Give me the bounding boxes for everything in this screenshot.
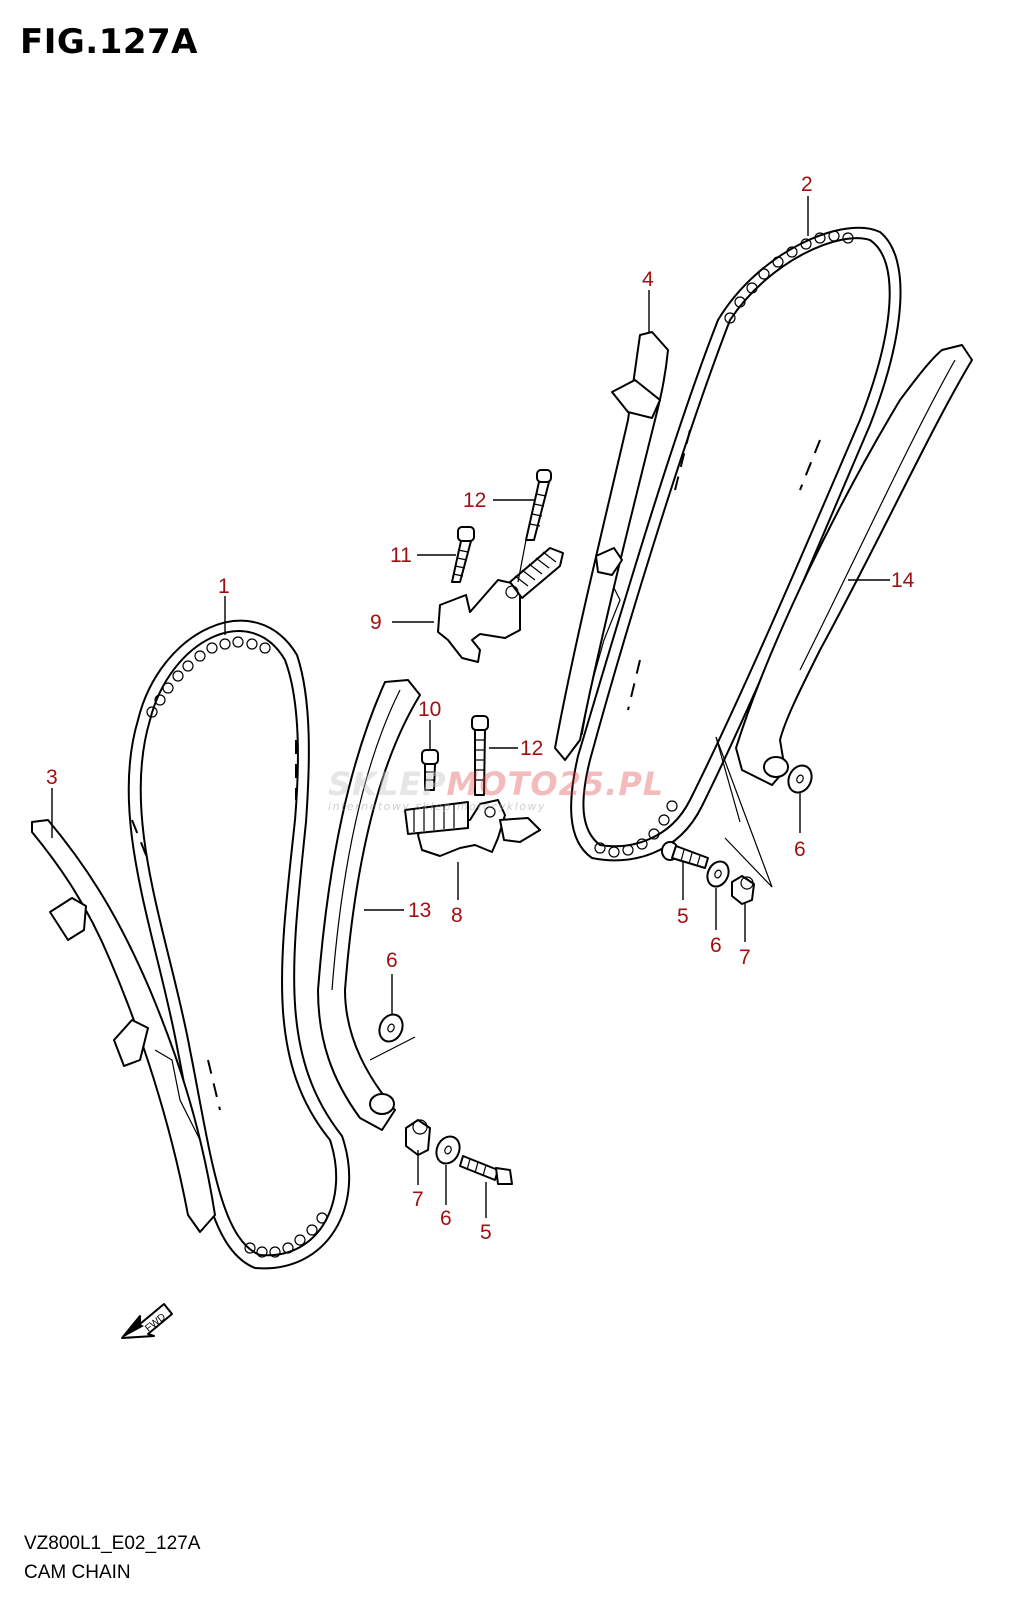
figure-name: CAM CHAIN [24, 1562, 131, 1583]
tensioner-9 [437, 547, 564, 663]
callout-2: 2 [801, 173, 813, 196]
callout-12-upper: 12 [463, 489, 486, 512]
leader-lines [51, 196, 890, 1218]
washer-6-left-lower [435, 1135, 461, 1165]
chain-links-bottom-right [594, 800, 678, 858]
callout-1: 1 [218, 575, 230, 598]
tensioner-guide-14 [735, 344, 973, 786]
callout-10: 10 [418, 698, 441, 721]
figure-code: VZ800L1_E02_127A [24, 1533, 201, 1554]
callout-6-left-lower: 6 [440, 1207, 452, 1230]
washer-6-right-lower [706, 860, 730, 888]
callout-9: 9 [370, 611, 382, 634]
bolt-12-upper [517, 469, 552, 583]
bolt-12-lower [471, 715, 489, 796]
chain-guide-3 [31, 819, 216, 1233]
collar-7-right [731, 875, 755, 905]
callout-13: 13 [408, 899, 431, 922]
forward-direction-arrow: FWD [121, 1303, 173, 1339]
callout-6-left-upper: 6 [386, 949, 398, 972]
callout-7-right: 7 [739, 946, 751, 969]
tensioner-8 [404, 799, 541, 857]
tensioner-guide-13 [317, 679, 421, 1131]
bolt-5-right [661, 841, 709, 869]
cam-chain-right [570, 226, 902, 862]
watermark: SKLEPMOTO25.PL [328, 765, 664, 803]
bolt-11 [451, 526, 475, 583]
callout-4: 4 [642, 268, 654, 291]
chain-guide-4 [554, 331, 669, 761]
callout-14: 14 [891, 569, 915, 592]
cam-chain-left [127, 619, 351, 1270]
bolt-5-left [459, 1155, 513, 1185]
chain-links-bottom-left [244, 1212, 328, 1258]
callout-8: 8 [451, 904, 463, 927]
watermark-part-b: MOTO [446, 765, 559, 803]
bolt-10 [421, 749, 439, 791]
figure-title: FIG.127A [20, 22, 198, 62]
watermark-subtitle: internetowy sklep motocyklowy [328, 800, 547, 813]
callout-12-lower: 12 [520, 737, 543, 760]
watermark-part-c: 25.PL [558, 765, 665, 803]
callout-3: 3 [46, 766, 58, 789]
washer-6-left-upper [378, 1013, 404, 1043]
collar-7-left [405, 1119, 431, 1156]
washer-6-right-upper [787, 764, 813, 794]
callout-5-right: 5 [677, 905, 689, 928]
callout-6-right-lower: 6 [710, 934, 722, 957]
callout-5-left: 5 [480, 1221, 492, 1244]
callout-6-right-upper: 6 [794, 838, 806, 861]
callouts: 1 2 3 4 12 11 9 10 12 8 13 14 6 5 6 7 6 … [46, 173, 915, 1244]
chain-links-top-right [724, 230, 854, 324]
callout-7-left: 7 [412, 1188, 424, 1211]
watermark-part-a: SKLEP [328, 765, 447, 803]
callout-11: 11 [390, 544, 412, 567]
chain-links-top-left [146, 636, 271, 718]
